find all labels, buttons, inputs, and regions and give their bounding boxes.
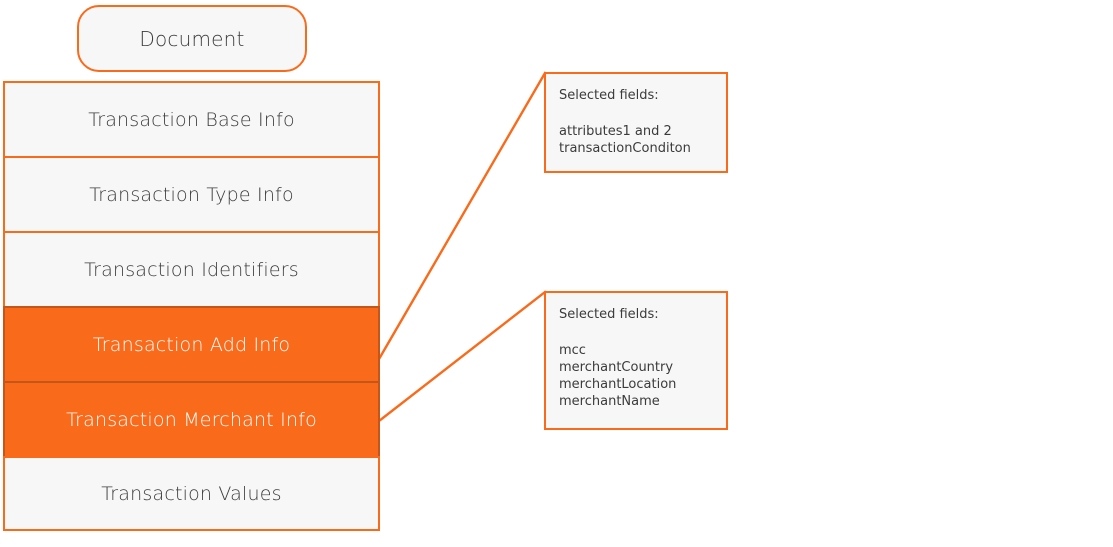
section-row-transaction-identifiers[interactable]: Transaction Identifiers: [3, 231, 380, 306]
callout-field: merchantCountry: [559, 360, 674, 375]
section-stack: Transaction Base Info Transaction Type I…: [3, 81, 380, 531]
document-node[interactable]: Document: [77, 5, 307, 72]
section-row-transaction-merchant-info[interactable]: Transaction Merchant Info: [3, 381, 380, 456]
callout-field-list: mcc merchantCountry merchantLocation mer…: [559, 342, 726, 410]
callout-field-list: attributes1 and 2 transactionConditon: [559, 123, 726, 157]
callout-add-info[interactable]: Selected fields: attributes1 and 2 trans…: [544, 72, 728, 173]
section-row-transaction-base-info[interactable]: Transaction Base Info: [3, 81, 380, 156]
callout-heading: Selected fields:: [559, 307, 659, 322]
callout-field: merchantName: [559, 394, 660, 409]
connector-line-add-info: [377, 71, 547, 361]
callout-field: attributes1 and 2: [559, 124, 672, 139]
section-row-label: Transaction Add Info: [92, 333, 291, 356]
callout-field: merchantLocation: [559, 377, 677, 392]
callout-field: transactionConditon: [559, 141, 691, 156]
document-node-label: Document: [139, 26, 245, 51]
callout-heading: Selected fields:: [559, 88, 659, 103]
section-row-label: Transaction Identifiers: [84, 258, 299, 281]
section-row-label: Transaction Base Info: [88, 108, 295, 131]
section-row-label: Transaction Merchant Info: [66, 408, 317, 431]
connector-line-merchant-info: [377, 290, 547, 423]
section-row-transaction-values[interactable]: Transaction Values: [3, 456, 380, 531]
section-row-transaction-add-info[interactable]: Transaction Add Info: [3, 306, 380, 381]
section-row-label: Transaction Values: [101, 482, 282, 505]
section-row-label: Transaction Type Info: [89, 183, 294, 206]
section-row-transaction-type-info[interactable]: Transaction Type Info: [3, 156, 380, 231]
callout-merchant-info[interactable]: Selected fields: mcc merchantCountry mer…: [544, 291, 728, 430]
callout-field: mcc: [559, 343, 586, 358]
